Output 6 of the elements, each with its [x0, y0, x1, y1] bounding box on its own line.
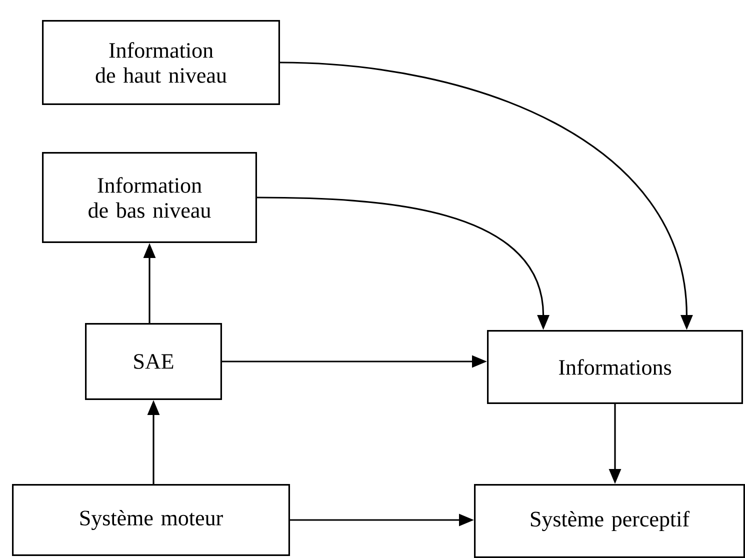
text-box: Information de bas niveau: [42, 152, 257, 243]
text-box: Information de haut niveau: [42, 20, 280, 105]
text-box: SAE: [85, 323, 222, 400]
text-box: Informations: [487, 330, 743, 404]
text-box: Système perceptif: [474, 484, 745, 558]
text-box: Système moteur: [12, 484, 290, 556]
